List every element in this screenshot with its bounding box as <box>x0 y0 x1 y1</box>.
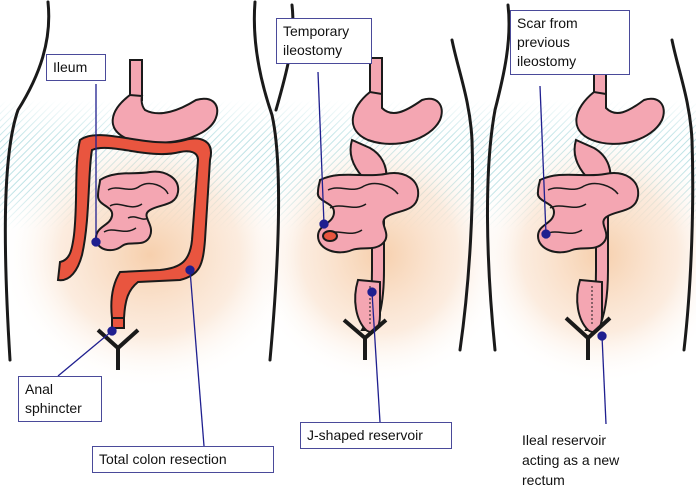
label-scar-previous-ileostomy: Scar from previous ileostomy <box>510 10 630 75</box>
label-j-shaped-reservoir-text: J-shaped reservoir <box>307 427 423 443</box>
label-temporary-ileostomy: Temporary ileostomy <box>276 18 372 64</box>
label-anal-sphincter-line2: sphincter <box>25 399 95 418</box>
label-anal-sphincter: Anal sphincter <box>18 376 102 422</box>
label-temporary-ileostomy-line1: Temporary <box>283 22 365 41</box>
label-scar-line1: Scar from <box>517 14 623 33</box>
label-temporary-ileostomy-line2: ileostomy <box>283 41 365 60</box>
label-total-colon-resection: Total colon resection <box>92 446 274 473</box>
label-ileum-text: Ileum <box>53 59 87 75</box>
label-anal-sphincter-line1: Anal <box>25 380 95 399</box>
label-ileal-reservoir-line1: Ileal reservoir <box>522 430 692 450</box>
label-ileal-reservoir: Ileal reservoir acting as a new rectum <box>522 430 692 490</box>
label-scar-line3: ileostomy <box>517 52 623 71</box>
label-ileal-reservoir-line3: rectum <box>522 470 692 490</box>
label-scar-line2: previous <box>517 33 623 52</box>
label-ileal-reservoir-line2: acting as a new <box>522 450 692 470</box>
label-j-shaped-reservoir: J-shaped reservoir <box>300 422 452 449</box>
label-ileum: Ileum <box>46 54 106 81</box>
label-total-colon-resection-text: Total colon resection <box>99 451 227 467</box>
